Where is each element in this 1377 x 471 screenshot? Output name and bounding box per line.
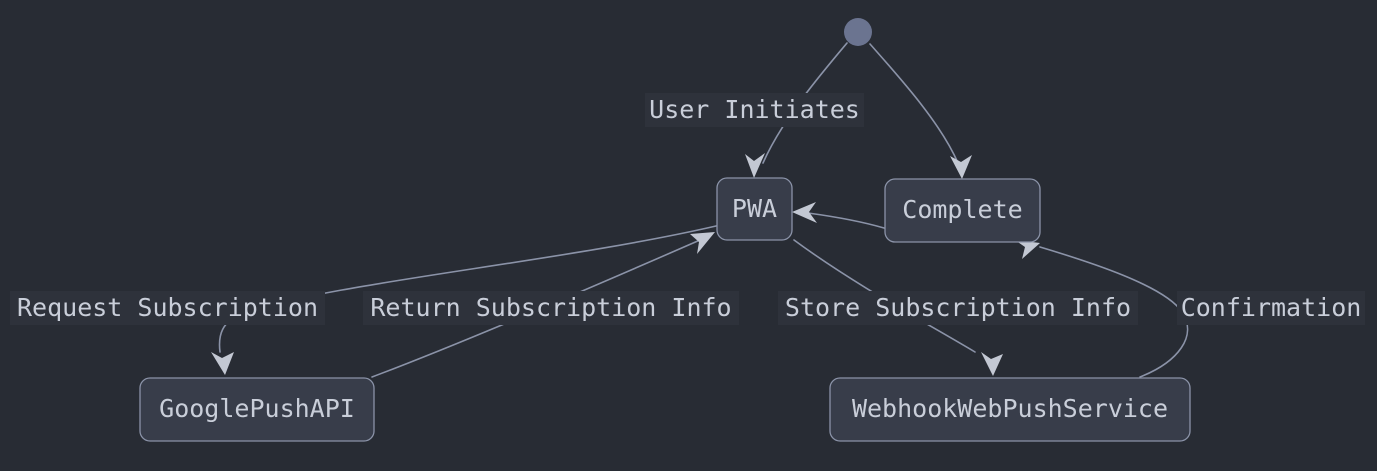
arrowhead-webhook-complete — [1015, 240, 1040, 259]
edge-label-bg-request-subscription — [10, 291, 325, 325]
edge-layer — [211, 42, 1189, 378]
edge-label-confirmation: Confirmation — [1177, 291, 1365, 325]
edge-label-text-return-subscription-info: Return Subscription Info — [370, 293, 731, 322]
node-complete[interactable]: Complete — [884, 178, 1041, 243]
edge-label-layer: User Initiates Request Subscription Retu… — [10, 93, 1365, 325]
arrowhead-start-complete — [950, 155, 972, 179]
edge-label-bg-store-subscription-info — [778, 291, 1138, 325]
node-pwa[interactable]: PWA — [716, 177, 793, 241]
node-webhookwebpushservice-shape — [829, 377, 1191, 442]
arrowhead-start-pwa — [745, 153, 765, 178]
node-googlepushapi[interactable]: GooglePushAPI — [139, 377, 375, 442]
node-googlepushapi-shape — [139, 377, 375, 442]
edge-label-user-initiates: User Initiates — [645, 93, 864, 127]
edge-path-start-complete — [869, 43, 959, 164]
node-start-circle[interactable] — [844, 18, 872, 46]
edge-label-bg-user-initiates — [645, 93, 864, 127]
edge-start-to-complete[interactable] — [869, 43, 972, 179]
edge-label-store-subscription-info: Store Subscription Info — [778, 291, 1138, 325]
node-layer: PWA Complete GooglePushAPI WebhookWebPus… — [139, 18, 1191, 442]
node-pwa-shape — [716, 177, 793, 241]
edge-label-text-user-initiates: User Initiates — [649, 95, 860, 124]
edge-label-text-store-subscription-info: Store Subscription Info — [785, 293, 1131, 322]
node-googlepushapi-label: GooglePushAPI — [159, 394, 355, 423]
arrowhead-googlepushapi-pwa — [690, 232, 715, 254]
arrowhead-pwa-webhook — [981, 352, 1003, 376]
edge-pwa-to-googlepushapi[interactable] — [211, 225, 717, 375]
edge-path-pwa-googlepushapi — [218, 225, 717, 353]
edge-label-bg-confirmation — [1177, 291, 1365, 325]
edge-label-request-subscription: Request Subscription — [10, 291, 325, 325]
node-complete-shape — [884, 178, 1041, 243]
edge-label-return-subscription-info: Return Subscription Info — [363, 291, 739, 325]
arrowhead-complete-pwa — [792, 202, 817, 223]
node-complete-label: Complete — [902, 195, 1022, 224]
edge-complete-to-pwa[interactable] — [792, 202, 885, 229]
arrowhead-pwa-googlepushapi — [211, 352, 234, 375]
node-webhookwebpushservice-label: WebhookWebPushService — [852, 394, 1168, 423]
edge-label-text-confirmation: Confirmation — [1181, 293, 1362, 322]
node-pwa-label: PWA — [732, 194, 777, 223]
node-webhookwebpushservice[interactable]: WebhookWebPushService — [829, 377, 1191, 442]
edge-path-complete-pwa — [807, 212, 885, 229]
edge-label-bg-return-subscription-info — [363, 291, 739, 325]
edge-label-text-request-subscription: Request Subscription — [17, 293, 318, 322]
